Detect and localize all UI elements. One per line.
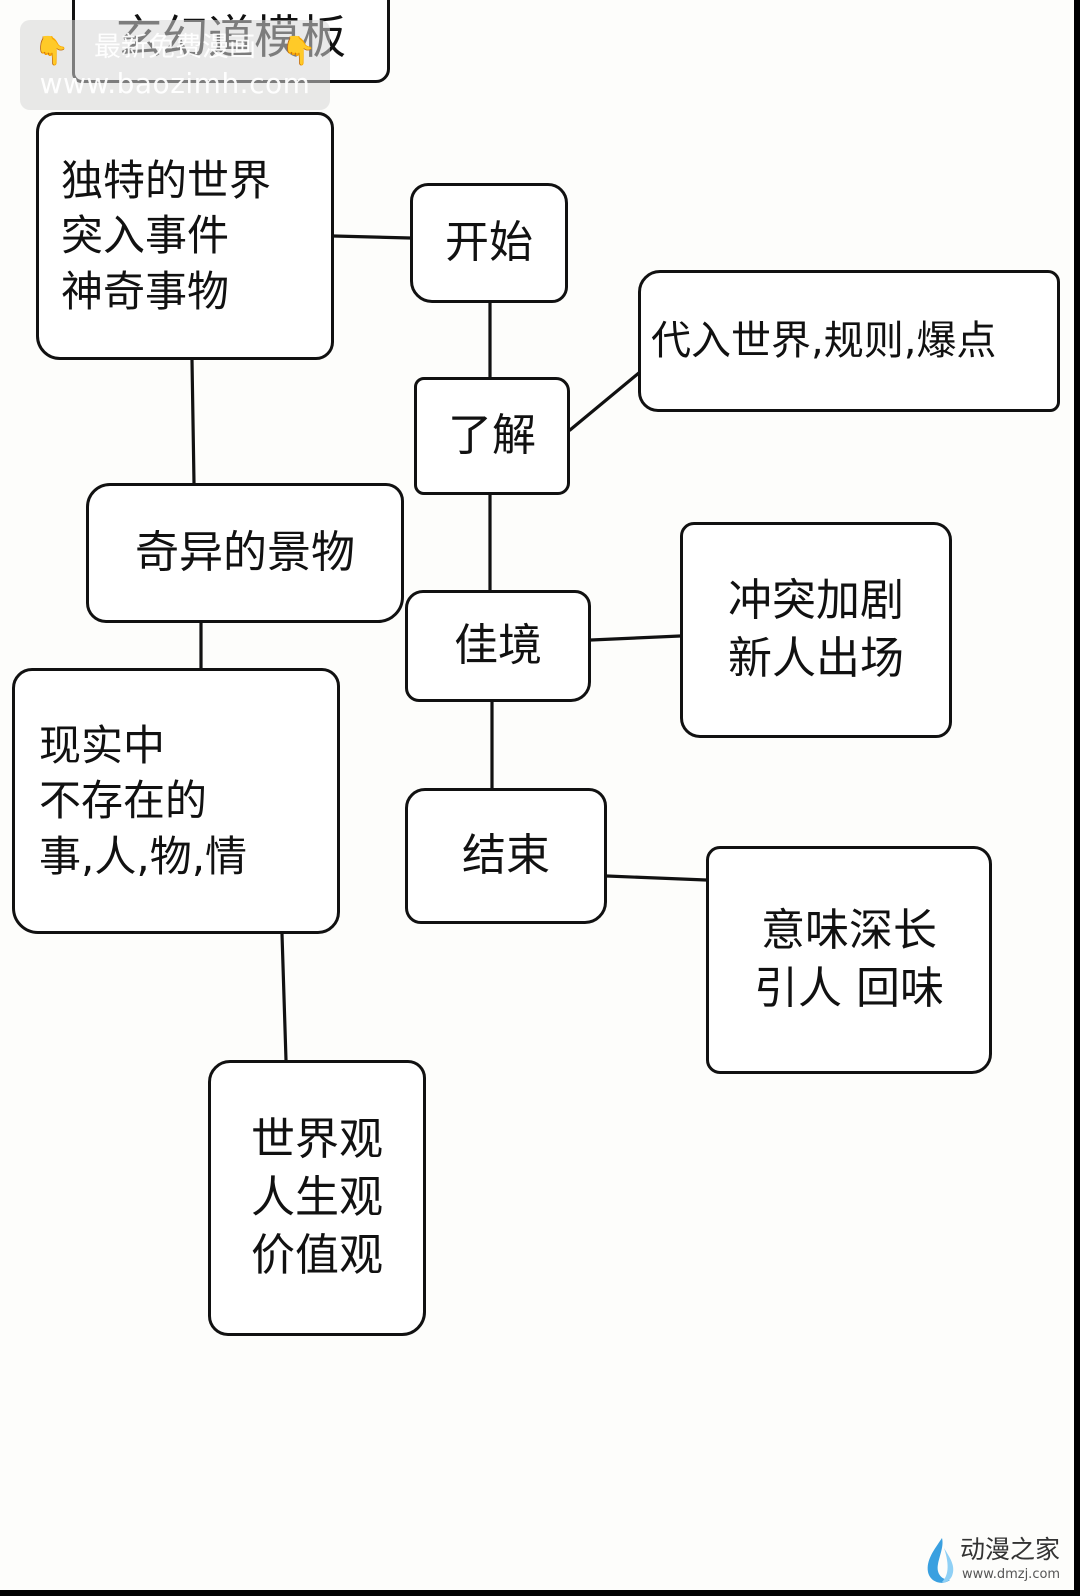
views-box: 世界观 人生观 价值观 [208,1060,426,1336]
water-drop-logo-icon [927,1538,954,1583]
connector-unique-start [332,234,412,240]
brand-url: www.dmzj.com [962,1567,1061,1582]
brand-name: 动漫之家 [960,1535,1061,1564]
learn-box: 了解 [414,377,570,495]
watermark-url: www.baozimh.com [39,67,311,100]
connector-unique-scenery [190,358,196,485]
connector-learn-immerse [568,370,642,432]
conflict-box: 冲突加剧 新人出场 [680,522,952,738]
connector-unreal-views [280,932,288,1062]
scenery-text: 奇异的景物 [135,526,355,578]
learn-text: 了解 [448,409,536,461]
connector-end-meaning [605,874,708,882]
page-edge-right [1074,0,1080,1596]
meaning-text: 意味深长 引人 回味 [754,904,944,1014]
end-box: 结束 [405,788,607,924]
start-box: 开始 [410,183,568,303]
site-watermark: 👇 👇 最新免费漫画 www.baozimh.com [20,20,330,110]
immerse-text: 代入世界,规则,爆点 [651,317,997,364]
views-text: 世界观 人生观 价值观 [251,1113,383,1282]
unreal-things-box: 现实中 不存在的 事,人,物,情 [12,668,340,934]
pointing-down-hand-icon: 👇 [281,34,316,67]
climax-box: 佳境 [405,590,591,702]
conflict-text: 冲突加剧 新人出场 [728,574,904,684]
immerse-box: 代入世界,规则,爆点 [638,270,1060,412]
start-text: 开始 [445,216,533,268]
meaning-box: 意味深长 引人 回味 [706,846,992,1074]
unreal-things-text: 现实中 不存在的 事,人,物,情 [39,720,248,881]
unique-world-text: 独特的世界 突入事件 神奇事物 [61,155,272,316]
pointing-down-hand-icon: 👇 [34,34,69,67]
connector-climax-conflict [589,634,682,642]
watermark-slogan: 最新免费漫画 [94,32,256,63]
unique-world-box: 独特的世界 突入事件 神奇事物 [36,112,334,360]
end-text: 结束 [462,829,550,881]
scenery-box: 奇异的景物 [86,483,404,623]
brand-watermark: 动漫之家 www.dmzj.com [920,1534,1076,1590]
page-edge-bottom [0,1590,1080,1596]
climax-text: 佳境 [454,619,542,671]
